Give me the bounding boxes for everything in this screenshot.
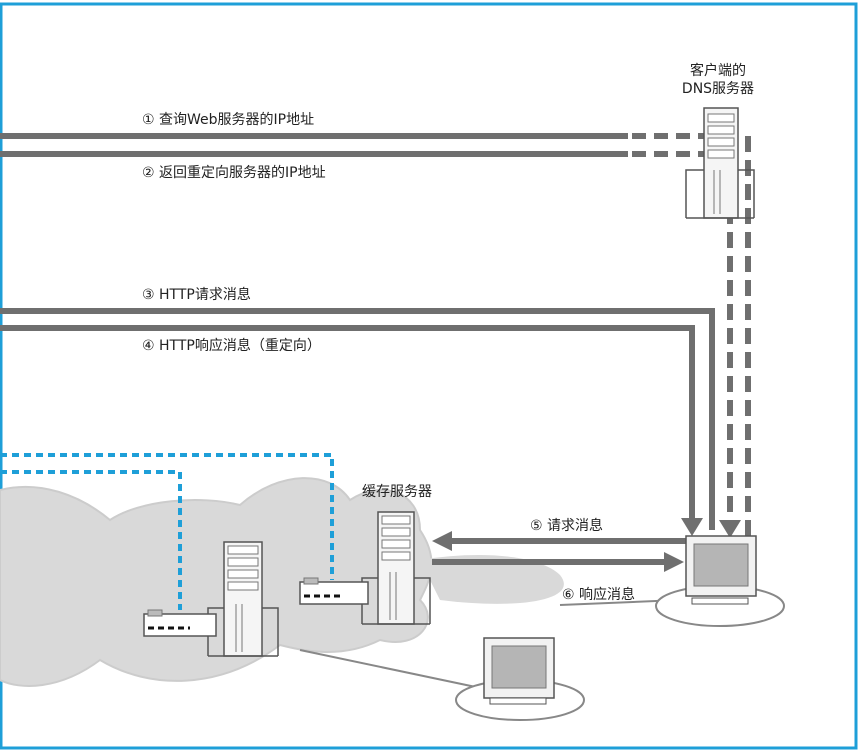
arrowhead-cache-request <box>432 531 452 551</box>
cache-server-icon <box>299 511 431 625</box>
arrowhead-cache-response <box>664 552 684 572</box>
proxy-dashed-path-inner <box>0 470 182 610</box>
message-1-label: ① 查询Web服务器的IP地址 <box>142 112 314 128</box>
arrowhead-http-response <box>681 518 703 536</box>
web-server-icon <box>143 541 279 657</box>
arrowhead-dns-to-client <box>719 520 741 538</box>
proxy-dashed-path-outer <box>0 453 334 580</box>
message-2-label: ② 返回重定向服务器的IP地址 <box>142 165 326 181</box>
cache-server-caption: 缓存服务器 <box>362 484 432 500</box>
message-5-label: ⑤ 请求消息 <box>530 517 603 534</box>
link-line-client2 <box>299 649 491 691</box>
message-6-label: ⑥ 响应消息 <box>562 586 635 603</box>
cloud-lobe <box>420 555 564 604</box>
message-3-label: ③ HTTP请求消息 <box>142 286 251 303</box>
message-4-label: ④ HTTP响应消息（重定向） <box>142 337 321 354</box>
client-pc-icon <box>655 535 785 627</box>
dns-server-caption-line2: DNS服务器 <box>682 81 754 97</box>
dns-server-caption-line1: 客户端的 <box>690 62 746 79</box>
dns-server-icon <box>685 107 755 219</box>
arrow-http-request <box>0 308 715 530</box>
arrow-http-response <box>0 325 695 525</box>
client-pc-2-icon <box>455 637 585 721</box>
